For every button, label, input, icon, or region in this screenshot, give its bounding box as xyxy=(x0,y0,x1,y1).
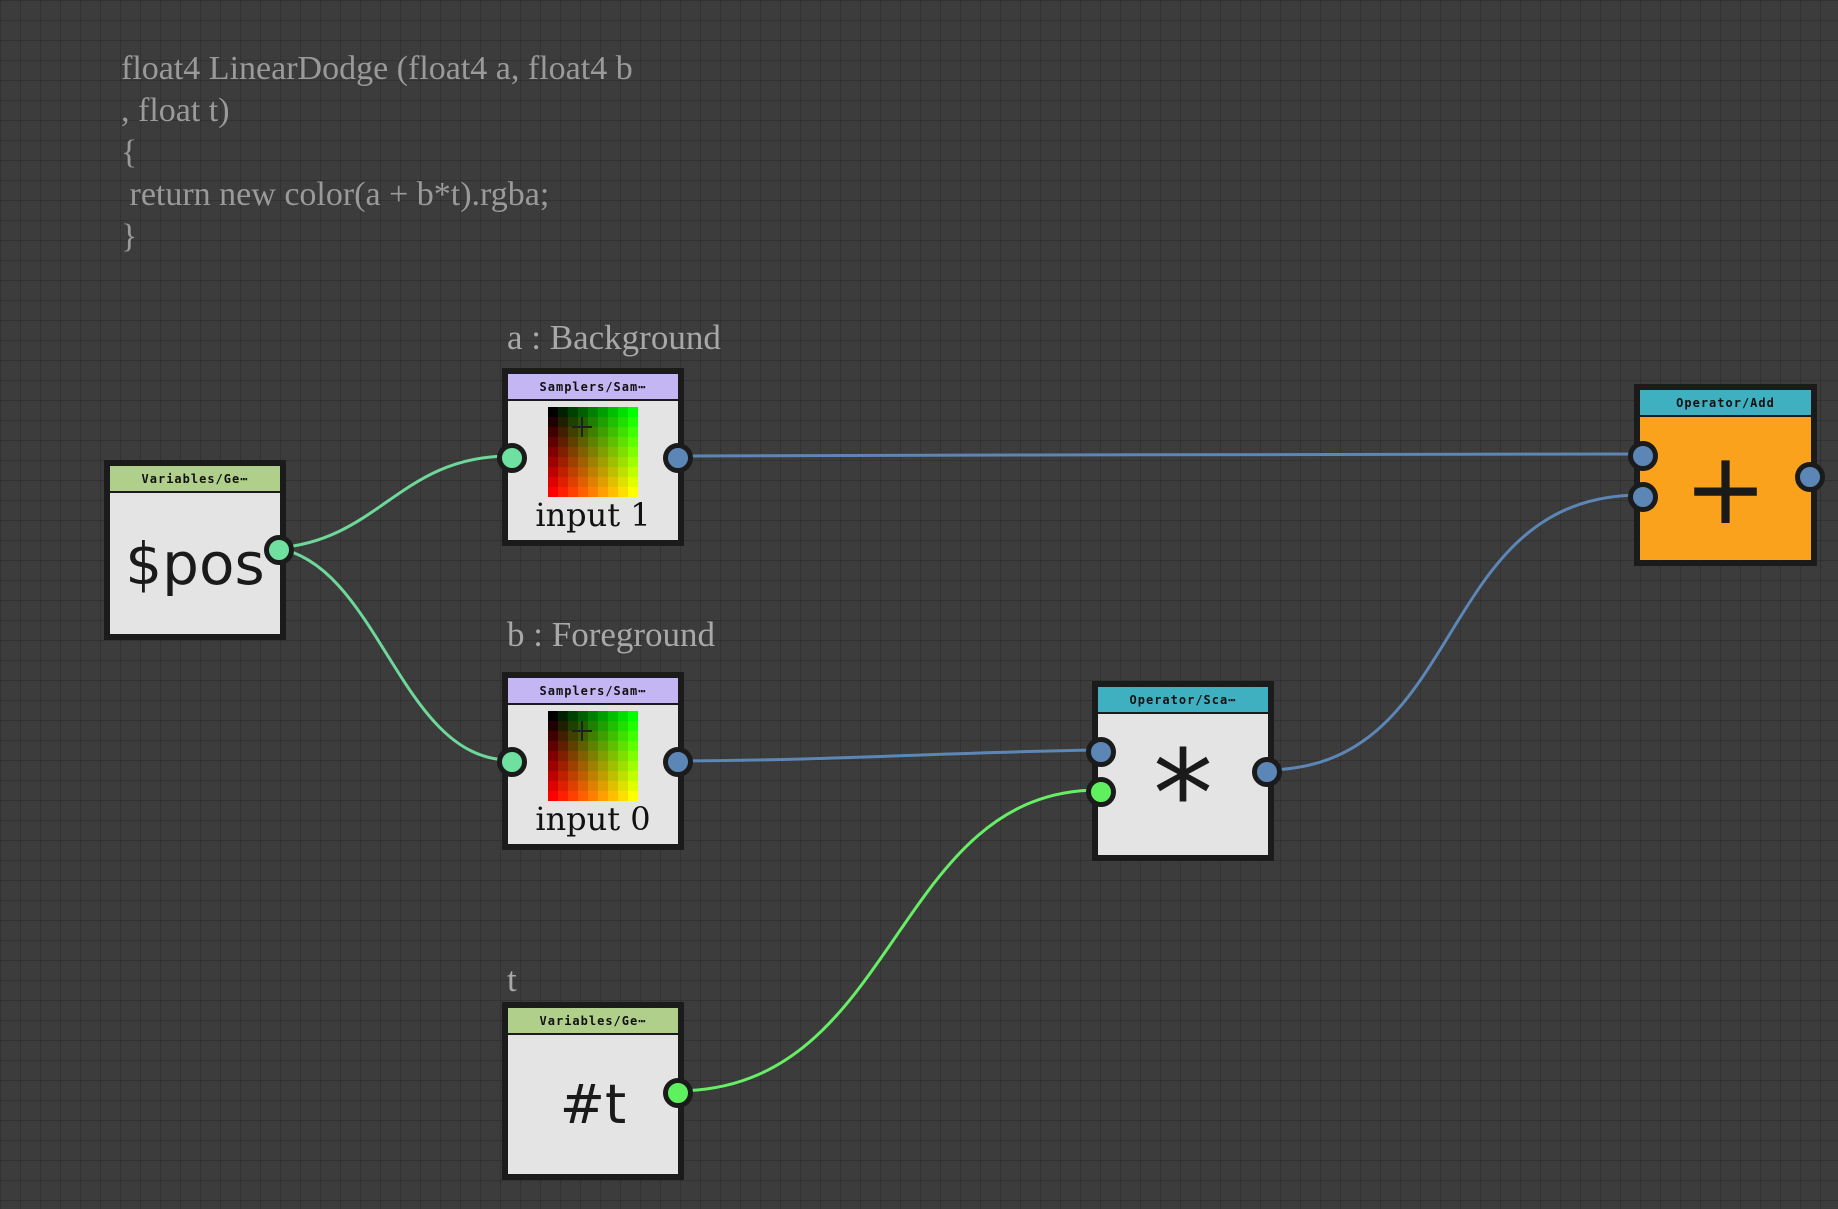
port-add-input-b[interactable] xyxy=(1628,482,1658,512)
group-label-t: t xyxy=(507,960,517,999)
sampler-input-label: input 1 xyxy=(535,496,651,534)
code-line: float4 LinearDodge (float4 a, float4 b xyxy=(121,50,633,87)
group-label-background: a : Background xyxy=(507,318,721,357)
port-scale-output[interactable] xyxy=(1252,757,1282,787)
node-header[interactable]: Operator/Sca⋯ xyxy=(1098,687,1268,714)
code-line: , float t) xyxy=(121,92,230,129)
port-pos-output[interactable] xyxy=(264,535,294,565)
wire-pos-to-sampler-b[interactable] xyxy=(276,546,511,762)
code-line: return new color(a + b*t).rgba; xyxy=(121,176,550,213)
crosshair-icon xyxy=(572,721,592,741)
node-sampler-background[interactable]: Samplers/Sam⋯ input 1 xyxy=(502,368,684,546)
node-operator-scale[interactable]: Operator/Sca⋯ * xyxy=(1092,681,1274,861)
texture-preview xyxy=(548,407,638,497)
node-operator-add[interactable]: Operator/Add + xyxy=(1634,384,1817,566)
node-header[interactable]: Variables/Ge⋯ xyxy=(508,1008,678,1035)
port-t-output[interactable] xyxy=(663,1078,693,1108)
port-scale-input-a[interactable] xyxy=(1086,737,1116,767)
port-add-output[interactable] xyxy=(1795,462,1825,492)
port-sampler-b-input[interactable] xyxy=(497,747,527,777)
crosshair-icon xyxy=(572,417,592,437)
node-t-variable[interactable]: Variables/Ge⋯ #t xyxy=(502,1002,684,1180)
node-t-label: #t xyxy=(559,1072,627,1136)
sampler-input-label: input 0 xyxy=(535,800,651,838)
node-header[interactable]: Samplers/Sam⋯ xyxy=(508,678,678,705)
port-sampler-b-output[interactable] xyxy=(663,747,693,777)
wire-pos-to-sampler-a[interactable] xyxy=(276,454,511,550)
wire-sampler-b-to-scale[interactable] xyxy=(675,748,1100,763)
code-line: { xyxy=(121,134,138,171)
code-comment: float4 LinearDodge (float4 a, float4 b ,… xyxy=(121,48,633,258)
plus-icon: + xyxy=(1683,429,1768,547)
port-sampler-a-input[interactable] xyxy=(497,443,527,473)
port-scale-input-b[interactable] xyxy=(1086,777,1116,807)
node-header[interactable]: Operator/Add xyxy=(1640,390,1811,417)
texture-preview xyxy=(548,711,638,801)
wire-scale-to-add[interactable] xyxy=(1264,493,1642,772)
node-pos-variable[interactable]: Variables/Ge⋯ $pos xyxy=(104,460,286,640)
port-sampler-a-output[interactable] xyxy=(663,443,693,473)
wire-t-to-scale[interactable] xyxy=(675,788,1100,1093)
multiply-icon: * xyxy=(1153,725,1213,865)
node-header[interactable]: Samplers/Sam⋯ xyxy=(508,374,678,401)
wire-sampler-a-to-add[interactable] xyxy=(675,452,1642,458)
group-label-foreground: b : Foreground xyxy=(507,615,716,654)
node-pos-label: $pos xyxy=(125,529,265,598)
node-header[interactable]: Variables/Ge⋯ xyxy=(110,466,280,493)
port-add-input-a[interactable] xyxy=(1628,441,1658,471)
code-line: } xyxy=(121,218,138,255)
node-sampler-foreground[interactable]: Samplers/Sam⋯ input 0 xyxy=(502,672,684,850)
